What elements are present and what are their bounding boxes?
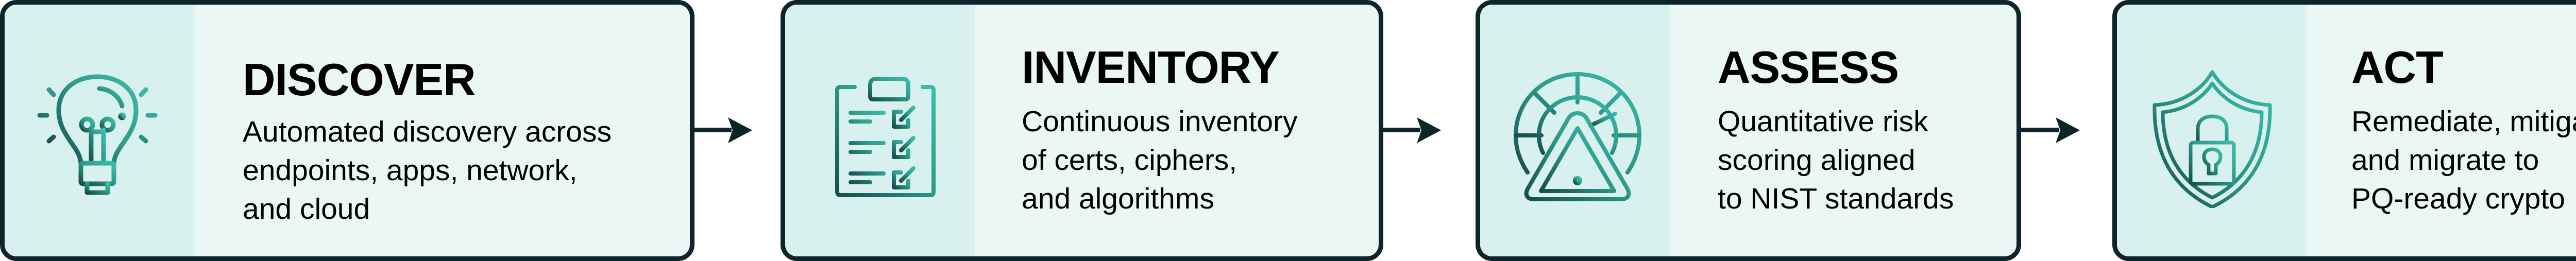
step-discover: DISCOVER Automated discovery across endp…: [0, 0, 694, 261]
arrow-head-icon: [728, 117, 752, 143]
arrow-connector: [690, 117, 752, 143]
arrow-shaft: [690, 128, 732, 132]
description-line: Remediate, mitigate,: [2351, 105, 2576, 138]
clipboard-checklist-icon: [835, 77, 936, 197]
arrow-connector: [1379, 117, 1441, 143]
lightbulb-icon: [37, 74, 158, 195]
description-line: to NIST standards: [1718, 182, 1954, 215]
icon-panel: [5, 5, 195, 256]
arrow-head-icon: [2056, 117, 2080, 143]
step-title: INVENTORY: [1022, 42, 1280, 93]
step-title: ASSESS: [1718, 42, 1899, 93]
step-description: Remediate, mitigate, and migrate to PQ-r…: [2351, 102, 2576, 218]
step-description: Continuous inventory of certs, ciphers, …: [1022, 102, 1298, 218]
icon-panel: [785, 5, 975, 256]
icon-panel: [2117, 5, 2307, 256]
description-line: scoring aligned: [1718, 144, 1916, 177]
shield-lock-icon: [2153, 70, 2272, 208]
description-line: of certs, ciphers,: [1022, 144, 1238, 177]
arrow-head-icon: [1417, 117, 1441, 143]
step-act: ACT Remediate, mitigate, and migrate to …: [2112, 0, 2576, 261]
step-inventory: INVENTORY Continuous inventory of certs,…: [781, 0, 1383, 261]
description-line: Quantitative risk: [1718, 105, 1928, 138]
risk-gauge-warning-icon: [1514, 72, 1641, 201]
arrow-shaft: [1379, 128, 1420, 132]
step-description: Quantitative risk scoring aligned to NIS…: [1718, 102, 1954, 218]
icon-panel: [1480, 5, 1670, 256]
description-line: and migrate to: [2351, 144, 2539, 177]
arrow-shaft: [2018, 128, 2059, 132]
description-line: PQ-ready crypto: [2351, 182, 2565, 215]
description-line: Continuous inventory: [1022, 105, 1298, 138]
step-title: DISCOVER: [243, 54, 476, 105]
arrow-connector: [2018, 117, 2080, 143]
step-description: Automated discovery across endpoints, ap…: [243, 113, 612, 229]
description-line: endpoints, apps, network,: [243, 154, 578, 187]
description-line: Automated discovery across: [243, 115, 612, 148]
description-line: and cloud: [243, 193, 370, 225]
step-assess: ASSESS Quantitative risk scoring aligned…: [1476, 0, 2021, 261]
step-title: ACT: [2351, 42, 2444, 93]
description-line: and algorithms: [1022, 182, 1214, 215]
